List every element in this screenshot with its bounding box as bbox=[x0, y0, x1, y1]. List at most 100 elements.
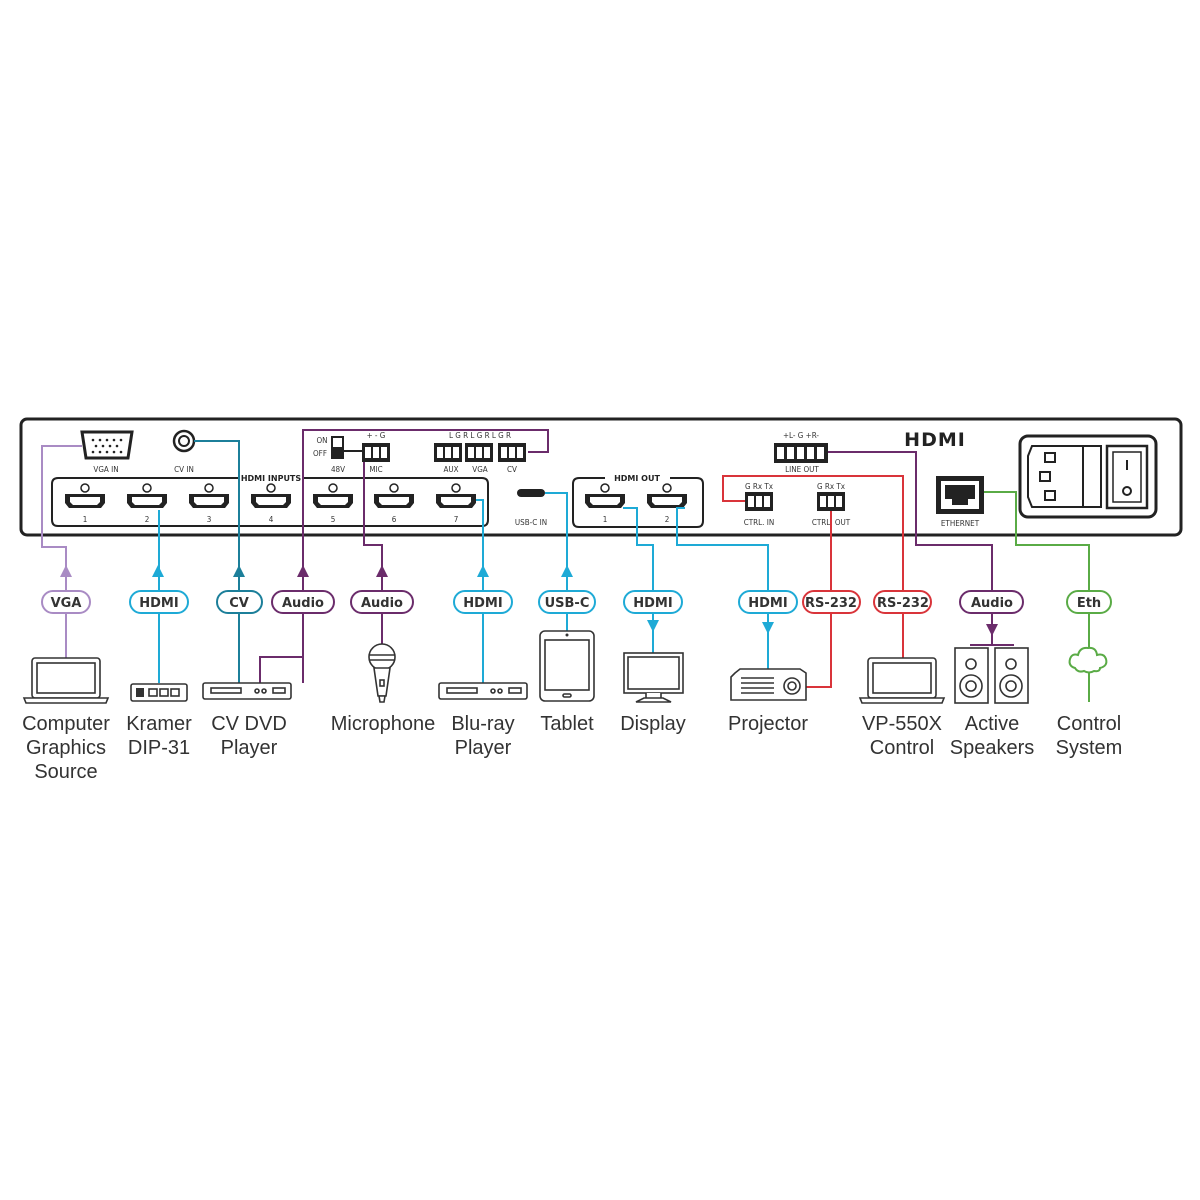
cable-usb-c bbox=[545, 492, 573, 632]
label-pill-rs232: RS-232 bbox=[873, 590, 932, 614]
svg-text:Active: Active bbox=[965, 713, 1019, 735]
arrow-up-icon bbox=[297, 565, 309, 577]
hdmi-logo: HDMI bbox=[904, 429, 966, 451]
arrow-down-icon bbox=[762, 622, 774, 634]
svg-text:Player: Player bbox=[455, 737, 512, 759]
label-pill-usb-c: USB-C bbox=[538, 590, 596, 614]
hdmi-input-number: 1 bbox=[83, 515, 88, 524]
usb-c-in-port[interactable] bbox=[517, 489, 545, 497]
svg-text:USB-C: USB-C bbox=[545, 596, 590, 611]
audio-pins-label: L G R L G R L G R bbox=[449, 431, 511, 440]
label-pill-audio: Audio bbox=[959, 590, 1024, 614]
svg-text:Display: Display bbox=[620, 713, 686, 735]
svg-text:VGA: VGA bbox=[51, 596, 82, 611]
kramer-dip31-icon bbox=[130, 683, 188, 702]
hdmi-output-number: 1 bbox=[603, 515, 608, 524]
device-label-display: Display bbox=[620, 713, 686, 735]
svg-text:System: System bbox=[1056, 737, 1123, 759]
laptop-icon bbox=[23, 657, 109, 704]
hdmi-input-number: 7 bbox=[454, 515, 459, 524]
vga-in-label: VGA IN bbox=[93, 465, 118, 474]
arrow-up-icon bbox=[561, 565, 573, 577]
device-rear-panel: VGA IN CV IN HDMI INPUTS 1 2 3 4 5 6 7 bbox=[19, 417, 1183, 537]
device-label-microphone: Microphone bbox=[331, 713, 436, 735]
svg-text:RS-232: RS-232 bbox=[877, 596, 929, 611]
svg-text:DIP-31: DIP-31 bbox=[128, 737, 190, 759]
mic-label: MIC bbox=[369, 465, 382, 474]
svg-text:Microphone: Microphone bbox=[331, 713, 436, 735]
arrow-up-icon bbox=[477, 565, 489, 577]
svg-text:Graphics: Graphics bbox=[26, 737, 106, 759]
bluray-player-icon bbox=[438, 682, 528, 700]
svg-text:HDMI: HDMI bbox=[633, 596, 672, 611]
arrow-down-icon bbox=[986, 624, 998, 636]
speakers-icon bbox=[954, 647, 1029, 704]
label-pill-hdmi: HDMI bbox=[453, 590, 513, 614]
line-out-pins-label: +L- G +R- bbox=[783, 431, 819, 440]
vp550x-laptop-icon bbox=[859, 657, 945, 704]
svg-text:Eth: Eth bbox=[1077, 596, 1101, 611]
ctrl-in-pins-label: G Rx Tx bbox=[745, 482, 774, 491]
svg-text:Source: Source bbox=[34, 761, 97, 783]
line-out-terminal[interactable] bbox=[774, 443, 828, 463]
phantom-power-switch[interactable] bbox=[331, 436, 362, 459]
label-pill-eth: Eth bbox=[1066, 590, 1112, 614]
svg-text:Audio: Audio bbox=[282, 596, 324, 611]
device-label-speakers: Active Speakers bbox=[950, 713, 1035, 759]
label-pill-rs232: RS-232 bbox=[802, 590, 861, 614]
svg-text:Audio: Audio bbox=[361, 596, 403, 611]
tablet-icon bbox=[539, 630, 595, 702]
mic-terminal[interactable] bbox=[362, 443, 390, 462]
hdmi-input-number: 5 bbox=[331, 515, 336, 524]
label-pill-hdmi: HDMI bbox=[623, 590, 683, 614]
svg-text:Computer: Computer bbox=[22, 713, 110, 735]
aux-label: AUX bbox=[443, 465, 458, 474]
hdmi-input-number: 3 bbox=[207, 515, 212, 524]
hdmi-inputs-group: HDMI INPUTS 1 2 3 4 5 6 7 bbox=[51, 474, 489, 527]
phantom-label: 48V bbox=[331, 465, 345, 474]
svg-text:RS-232: RS-232 bbox=[805, 596, 857, 611]
device-label-control-system: Control System bbox=[1056, 713, 1123, 759]
svg-text:Kramer: Kramer bbox=[126, 713, 192, 735]
dvd-player-icon bbox=[202, 682, 292, 700]
arrow-up-icon bbox=[233, 565, 245, 577]
switch-on-label: ON bbox=[316, 436, 327, 445]
arrow-up-icon bbox=[60, 565, 72, 577]
svg-text:Tablet: Tablet bbox=[540, 713, 594, 735]
hdmi-inputs-title: HDMI INPUTS bbox=[241, 474, 302, 483]
ctrl-out-terminal[interactable] bbox=[817, 492, 845, 511]
label-pill-hdmi: HDMI bbox=[129, 590, 189, 614]
ctrl-in-label: CTRL. IN bbox=[744, 518, 775, 527]
ethernet-label: ETHERNET bbox=[941, 519, 980, 528]
ctrl-out-pins-label: G Rx Tx bbox=[817, 482, 846, 491]
power-inlet-and-switch[interactable] bbox=[1018, 434, 1158, 519]
line-out-label: LINE OUT bbox=[785, 465, 819, 474]
cable-audio-dvd bbox=[259, 429, 549, 683]
cv-in-port[interactable] bbox=[172, 429, 196, 453]
svg-text:Speakers: Speakers bbox=[950, 737, 1035, 759]
svg-text:HDMI: HDMI bbox=[748, 596, 787, 611]
audio-in-terminal[interactable] bbox=[434, 443, 526, 462]
arrow-up-icon bbox=[376, 565, 388, 577]
device-label-tablet: Tablet bbox=[540, 713, 594, 735]
label-pill-hdmi: HDMI bbox=[738, 590, 798, 614]
ctrl-in-terminal[interactable] bbox=[745, 492, 773, 511]
label-pill-vga: VGA bbox=[41, 590, 91, 614]
label-pill-audio: Audio bbox=[350, 590, 414, 614]
device-label-kramer: Kramer DIP-31 bbox=[126, 713, 192, 759]
device-label-computer: Computer Graphics Source bbox=[22, 713, 110, 783]
device-label-dvd: CV DVD Player bbox=[211, 713, 287, 759]
device-label-vp550x: VP-550X Control bbox=[862, 713, 942, 759]
mic-pins-label: + - G bbox=[367, 431, 386, 440]
ethernet-port[interactable] bbox=[936, 476, 984, 514]
vga-in-port[interactable] bbox=[80, 430, 134, 460]
cloud-icon bbox=[1068, 646, 1108, 674]
hdmi-input-number: 4 bbox=[269, 515, 274, 524]
hdmi-out-title: HDMI OUT bbox=[614, 474, 660, 483]
hdmi-input-number: 2 bbox=[145, 515, 150, 524]
cable-hdmi-display bbox=[623, 507, 659, 655]
svg-text:Player: Player bbox=[221, 737, 278, 759]
svg-text:Audio: Audio bbox=[971, 596, 1013, 611]
